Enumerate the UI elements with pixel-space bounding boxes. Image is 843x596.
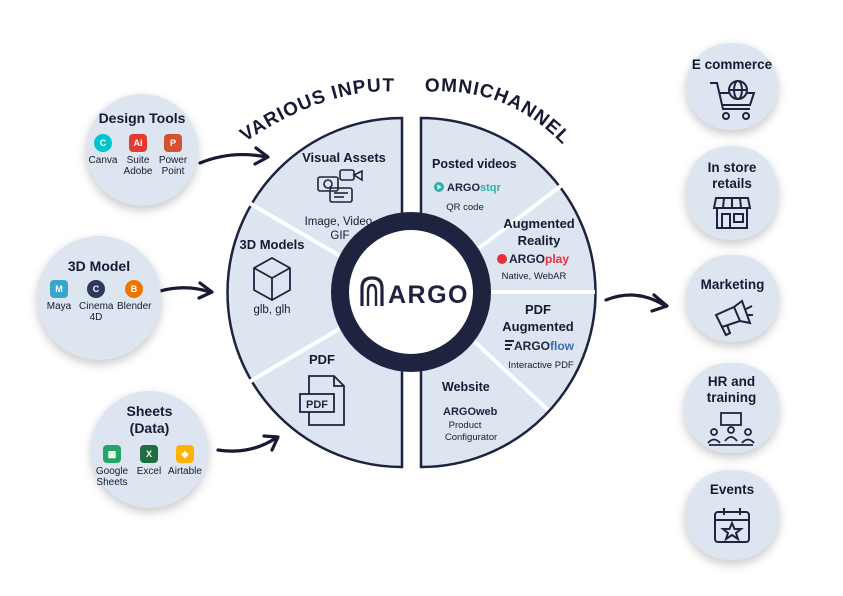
section-subtitle-pdf-augmented: Interactive PDF — [508, 360, 574, 371]
training-icon — [707, 412, 755, 446]
various-input-panel — [226, 116, 404, 469]
input-title-sheets: Sheets (Data) — [126, 403, 173, 436]
svg-text:ARGOstqr: ARGOstqr — [447, 182, 502, 194]
app-label-canva: Canva — [88, 155, 118, 166]
adobe-icon: Ai — [129, 134, 147, 152]
app-blender: B Blender — [117, 280, 151, 312]
pdf-file-icon — [299, 375, 345, 426]
section-subtitle-posted-videos: QR code — [446, 202, 484, 213]
svg-text:ARGOplay: ARGOplay — [509, 252, 569, 266]
arrow-to-outputs — [604, 293, 669, 313]
argo-logo-icon — [360, 276, 384, 306]
output-title-in-store-2: retails — [712, 176, 752, 191]
section-title-posted-videos: Posted videos — [432, 157, 517, 171]
section-title-pdf-augmented-1: PDF — [525, 302, 551, 317]
input-bubble-3d-model: 3D Model M Maya C Cinema 4D B Blender — [37, 236, 161, 360]
app-powerpoint: P Power Point — [156, 134, 190, 177]
brand-argo-play-a: ARGO — [509, 252, 545, 266]
brand-argo-web-b: web — [475, 406, 498, 418]
app-google-sheets: ▦ Google Sheets — [95, 445, 129, 488]
output-in-store-retails: In store retails — [686, 146, 778, 240]
megaphone-icon — [714, 299, 753, 337]
app-label-cinema4d: Cinema 4D — [79, 301, 114, 323]
storefront-icon — [712, 197, 752, 229]
app-airtable: ◆ Airtable — [168, 445, 202, 477]
cube-icon — [253, 256, 291, 302]
app-label-excel: Excel — [136, 466, 162, 477]
output-title-ecommerce: E commerce — [691, 57, 773, 72]
brand-argo-stqr-b: stqr — [480, 182, 502, 194]
output-title-hr-1: HR and — [707, 374, 756, 389]
play-logo-icon — [497, 254, 507, 264]
powerpoint-icon: P — [164, 134, 182, 152]
svg-text:ARGOflow: ARGOflow — [514, 339, 575, 353]
section-subtitle-3d-models: glb, glh — [253, 304, 290, 316]
cinema4d-icon: C — [87, 280, 105, 298]
app-maya: M Maya — [42, 280, 76, 312]
brand-argo-flow-a: ARGO — [514, 339, 550, 353]
app-adobe: Ai Suite Adobe — [121, 134, 155, 177]
section-title-pdf: PDF — [309, 352, 335, 367]
blender-icon: B — [125, 280, 143, 298]
output-title-events: Events — [709, 482, 755, 497]
maya-icon: M — [50, 280, 68, 298]
output-events: Events — [685, 470, 779, 560]
input-title-3d-model: 3D Model — [67, 258, 131, 274]
canva-icon: C — [94, 134, 112, 152]
app-canva: C Canva — [86, 134, 120, 166]
brand-argo-web-a: ARGO — [443, 406, 476, 418]
camera-icon — [317, 169, 363, 203]
brand-argo-stqr-a: ARGO — [447, 182, 480, 194]
section-title-pdf-augmented-2: Augmented — [502, 319, 574, 334]
brand-argo-flow-b: flow — [550, 339, 575, 353]
app-excel: X Excel — [132, 445, 166, 477]
input-title-design-tools: Design Tools — [98, 110, 186, 126]
section-title-3d-models: 3D Models — [239, 237, 304, 252]
app-label-powerpoint: Power Point — [158, 155, 188, 177]
output-title-in-store-1: In store — [707, 160, 757, 175]
arrow-3d-model — [158, 281, 214, 300]
section-subtitle-augmented-reality: Native, WebAR — [502, 271, 567, 282]
app-label-adobe: Suite Adobe — [123, 155, 153, 177]
calendar-star-icon — [714, 508, 750, 543]
output-ecommerce: E commerce — [686, 43, 778, 130]
center-disc — [349, 230, 473, 354]
app-label-airtable: Airtable — [168, 466, 202, 477]
section-subtitle-website-1: Product — [449, 420, 482, 431]
section-subtitle-website-2: Configurator — [445, 432, 497, 443]
google-sheets-icon: ▦ — [103, 445, 121, 463]
app-label-maya: Maya — [46, 301, 72, 312]
shopping-cart-icon — [710, 80, 756, 120]
input-bubble-design-tools: Design Tools C Canva Ai Suite Adobe P Po… — [86, 94, 198, 206]
arrow-sheets — [216, 434, 280, 453]
output-marketing: Marketing — [686, 255, 779, 342]
section-subtitle-visual-assets-2: GIF — [330, 230, 349, 242]
section-title-augmented-reality-1: Augmented — [503, 216, 575, 231]
airtable-icon: ◆ — [176, 445, 194, 463]
svg-text:ARGOweb: ARGOweb — [443, 406, 498, 418]
arrow-design-tools — [198, 146, 270, 166]
section-title-visual-assets: Visual Assets — [302, 150, 386, 165]
input-bubble-sheets: Sheets (Data) ▦ Google Sheets X Excel ◆ … — [91, 391, 208, 508]
section-title-website: Website — [442, 380, 490, 394]
output-title-hr-2: training — [706, 390, 757, 405]
section-subtitle-visual-assets-1: Image, Video, — [305, 216, 376, 228]
app-label-blender: Blender — [117, 301, 152, 312]
argo-logo-text: ARGO — [388, 281, 469, 309]
app-label-google-sheets: Google Sheets — [95, 466, 129, 488]
excel-icon: X — [140, 445, 158, 463]
output-hr-training: HR and training — [684, 363, 779, 453]
output-title-marketing: Marketing — [700, 277, 765, 292]
flow-logo-icon — [505, 340, 514, 350]
app-cinema4d: C Cinema 4D — [79, 280, 113, 323]
pdf-icon-label: PDF — [306, 399, 328, 411]
brand-argo-play-b: play — [545, 252, 569, 266]
section-title-augmented-reality-2: Reality — [518, 233, 561, 248]
